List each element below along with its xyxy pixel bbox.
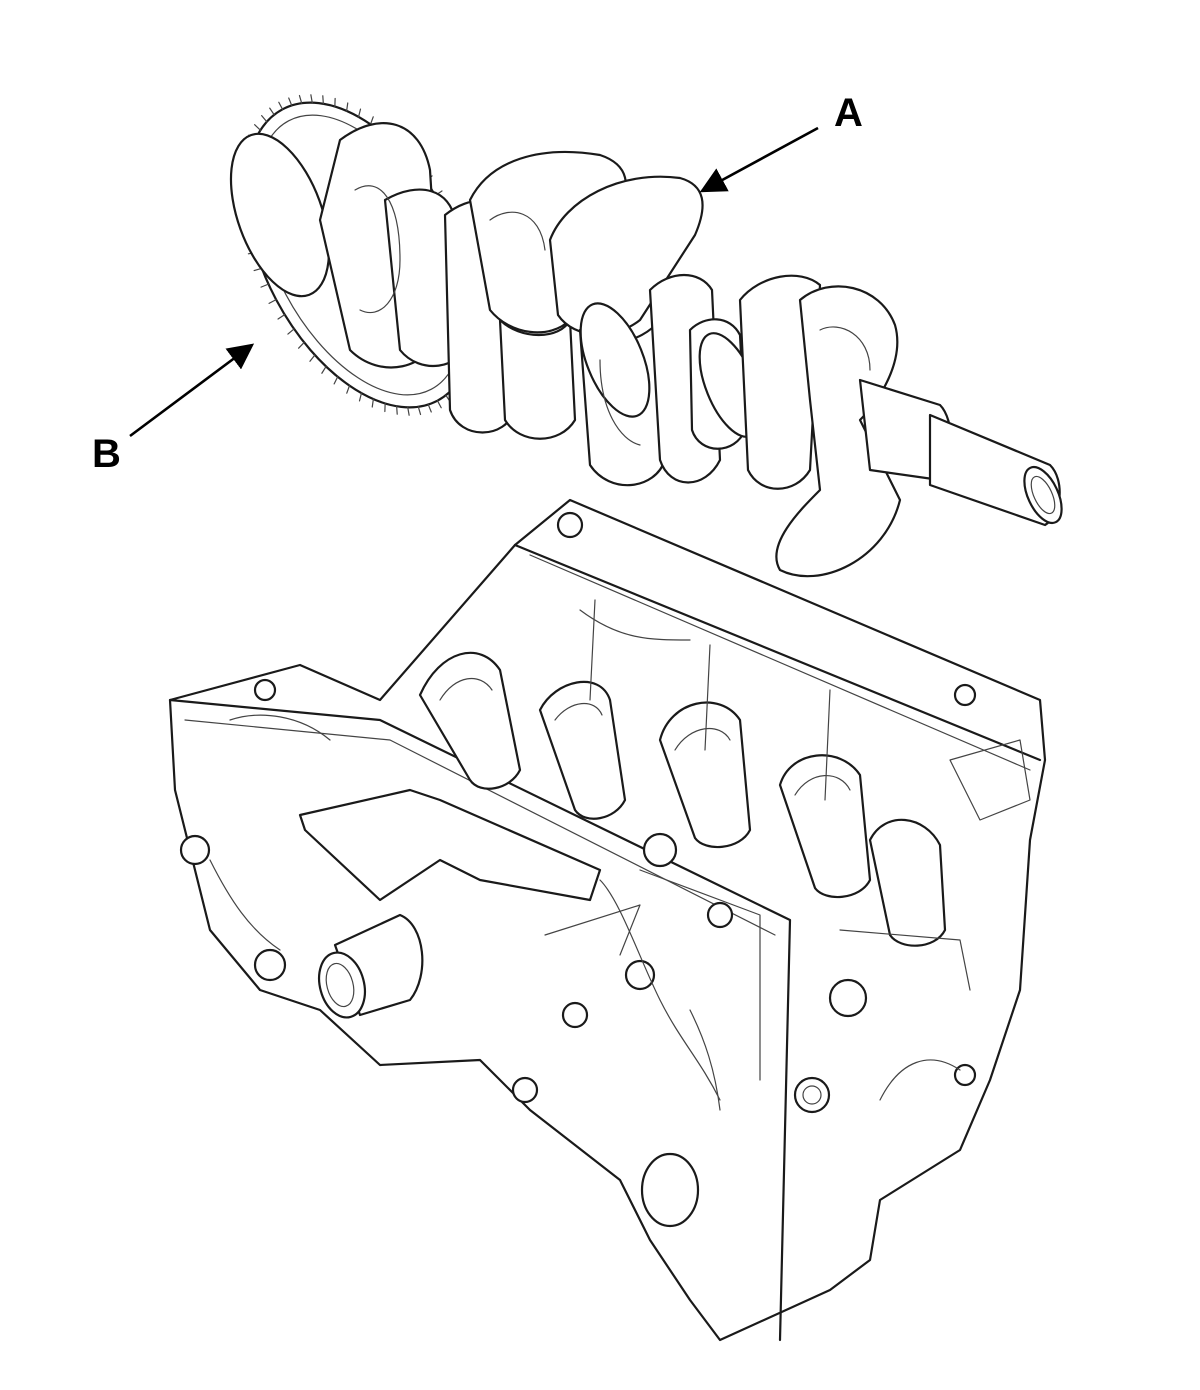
ring-tooth <box>417 406 422 416</box>
block-boss <box>561 1001 589 1029</box>
callout-b: B <box>92 343 255 476</box>
callout-a: A <box>699 91 863 193</box>
block-outline <box>168 498 1047 1342</box>
block-boss <box>624 959 656 991</box>
block-boss <box>253 948 287 982</box>
ring-tooth <box>269 107 275 116</box>
crank-web <box>498 318 577 440</box>
block-boss <box>953 683 977 707</box>
main-bearing-saddles <box>418 651 947 947</box>
crankshaft <box>229 94 1063 578</box>
block-boss <box>642 832 678 868</box>
ring-tooth <box>371 398 374 408</box>
ring-tooth <box>346 385 351 394</box>
ring-tooth <box>298 94 303 104</box>
ring-tooth <box>357 108 362 118</box>
block-boss <box>253 678 277 702</box>
ring-tooth <box>396 405 398 415</box>
block-boss <box>706 901 734 929</box>
crank-front-hub <box>229 132 331 298</box>
callout-b-label: B <box>92 432 121 476</box>
block-boss <box>640 1152 700 1228</box>
oil-filter-boss <box>317 913 424 1019</box>
ring-tooth <box>436 400 442 409</box>
block-boss <box>793 1076 831 1114</box>
block-boss <box>511 1076 539 1104</box>
ring-tooth <box>254 124 262 131</box>
block-boss <box>828 978 868 1018</box>
ring-tooth <box>369 116 374 125</box>
ring-tooth <box>310 94 313 104</box>
block-boss <box>179 834 211 866</box>
ring-tooth <box>268 298 277 304</box>
ring-tooth <box>260 283 270 288</box>
ring-tooth <box>298 341 305 349</box>
ring-tooth <box>427 403 432 413</box>
ring-tooth <box>288 97 293 107</box>
block-boss <box>556 511 584 539</box>
block-boss <box>953 1063 977 1087</box>
ring-tooth <box>358 392 363 402</box>
block-rib <box>298 788 602 902</box>
ring-tooth <box>261 115 268 123</box>
ring-tooth <box>309 354 316 362</box>
ring-tooth <box>278 101 284 110</box>
crank-snout-end <box>1023 465 1063 525</box>
ring-tooth <box>287 328 295 335</box>
engine-block <box>168 498 1047 1342</box>
ring-tooth <box>277 313 286 320</box>
callout-b-leader <box>129 343 255 438</box>
ring-tooth <box>321 365 327 374</box>
ring-tooth <box>322 95 324 105</box>
callout-a-label: A <box>834 91 863 135</box>
crank-web <box>738 274 822 490</box>
ring-tooth <box>346 102 349 112</box>
main-journal <box>579 302 651 418</box>
callout-a-leader <box>699 126 819 193</box>
ring-tooth <box>407 406 410 416</box>
ring-tooth <box>333 376 339 385</box>
